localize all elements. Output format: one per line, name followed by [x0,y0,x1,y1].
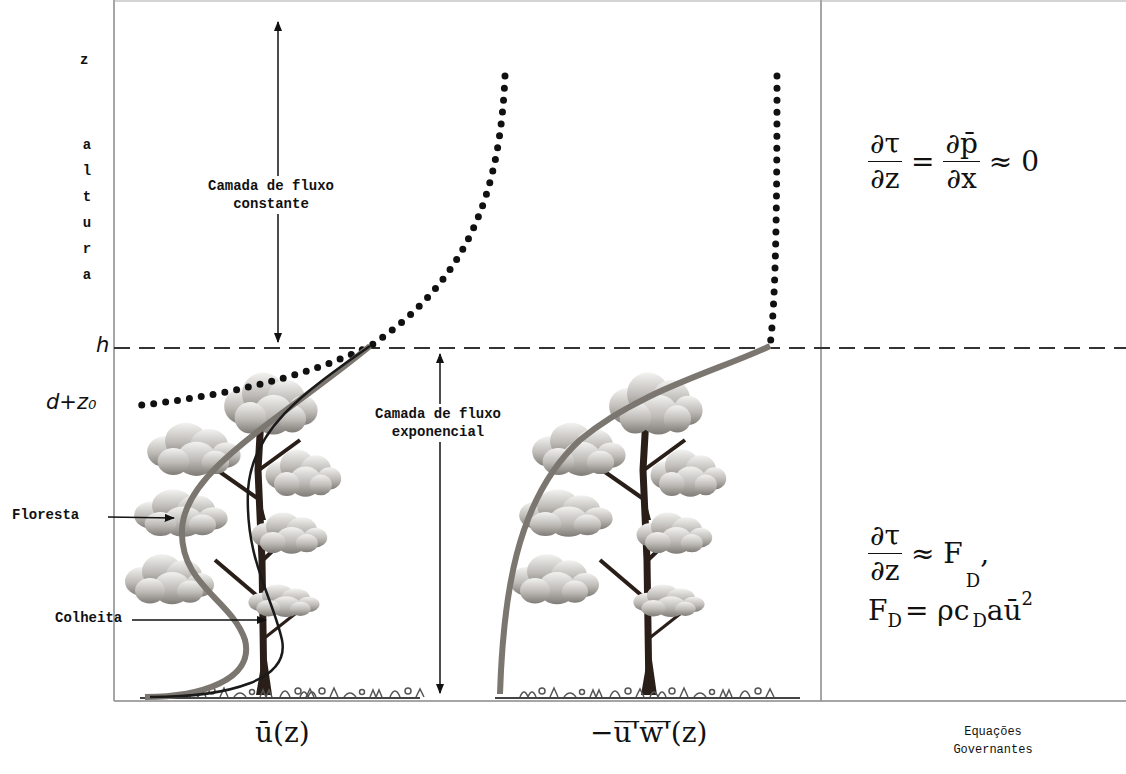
equation: ∂τ∂z≈ FD, [862,520,989,587]
equation-term: ≈ 0 [989,145,1039,178]
equation-term: , [980,537,989,570]
height-marker: h [96,333,109,357]
numerator: ∂p̄ [943,128,979,162]
fraction: ∂p̄∂x [943,128,979,195]
equation-term: F [868,594,887,627]
subscript: D [887,610,901,631]
layer-label: Camada de fluxo constante [183,176,359,214]
axis-letter: z [80,52,88,68]
equation-term: = [911,145,934,178]
equation-term: ≈ F [911,537,963,570]
axis-label: −u̅'̅w̅'̅(z) [590,716,707,749]
layer-label: Camada de fluxo exponencial [345,404,531,442]
equation-term: aū [987,594,1022,627]
denominator: ∂z [868,554,901,587]
subscript: D [972,610,986,631]
axis-title: altura [80,132,94,288]
numerator: ∂τ [868,128,902,162]
superscript: 2 [1022,588,1033,609]
equation-term: = ρc [905,594,970,627]
fraction: ∂τ∂z [868,520,902,587]
numerator: ∂τ [868,520,902,554]
denominator: ∂z [868,162,901,195]
fraction: ∂τ∂z [868,128,902,195]
subscript: D [966,570,980,591]
profile-name: Colheita [55,610,122,626]
equation: ∂τ∂z = ∂p̄∂x ≈ 0 [862,128,1042,195]
column-title: Equações Governantes [930,722,1056,760]
axis-label: ū(z) [255,716,310,749]
denominator: ∂x [945,162,979,195]
displacement-marker: d+z₀ [46,390,96,414]
profile-name: Floresta [12,507,79,523]
equation: FD= ρcDaū2 [868,594,1033,627]
